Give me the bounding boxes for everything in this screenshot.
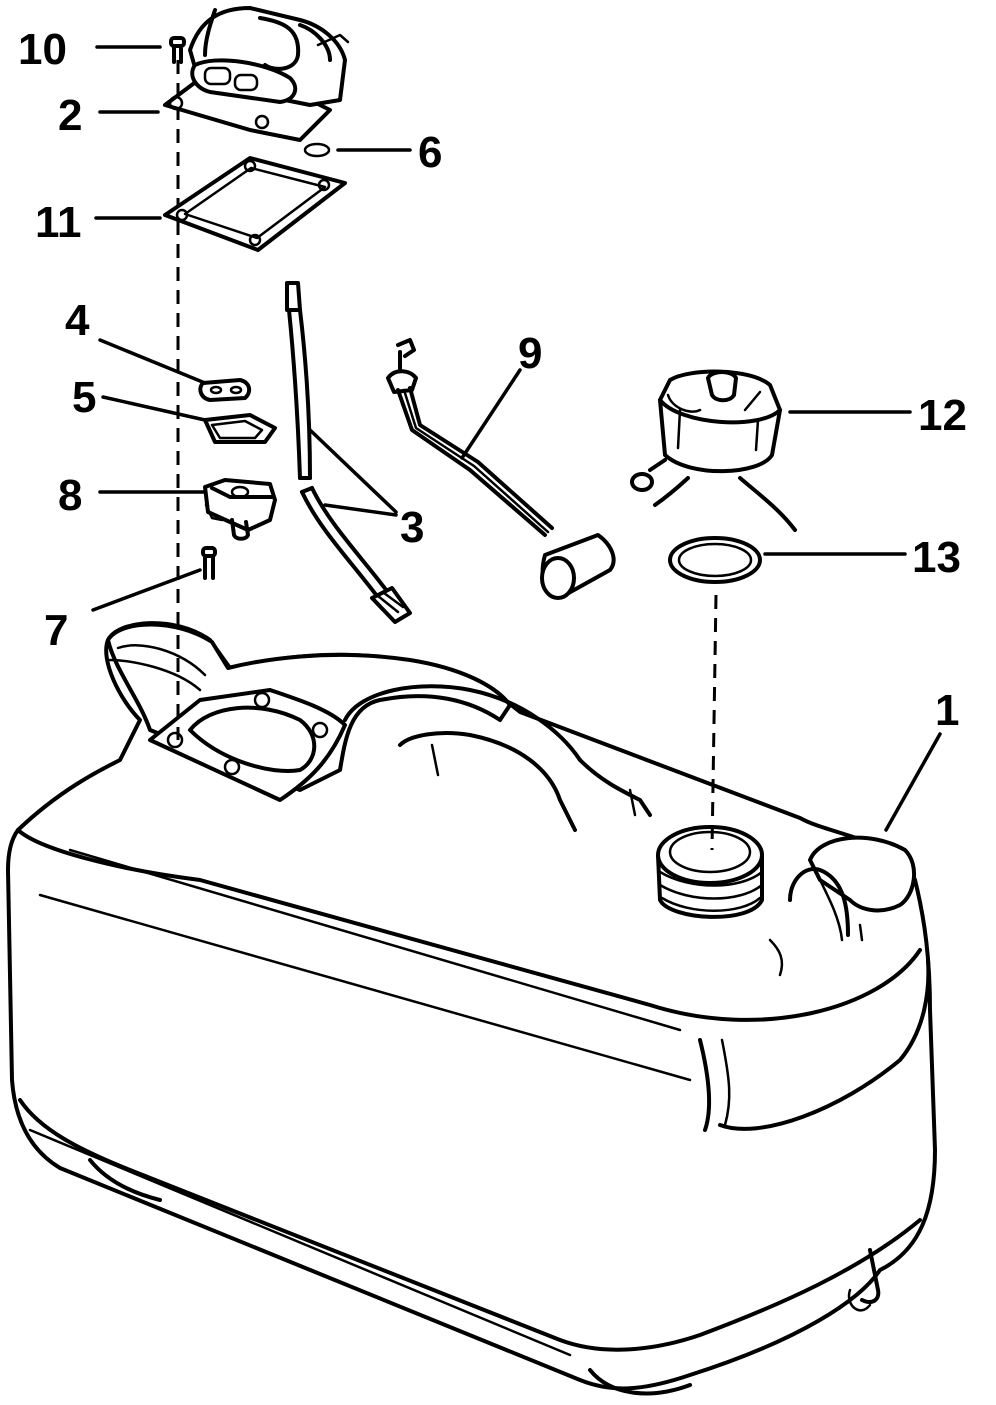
leader-lines xyxy=(91,45,942,832)
fuel-gauge-part-9 xyxy=(386,338,616,600)
callout-6: 6 xyxy=(418,128,442,177)
valve-body-part-8 xyxy=(203,478,277,541)
filler-neck xyxy=(656,825,764,919)
screw-part-7 xyxy=(201,546,217,580)
fuel-tank xyxy=(6,621,937,1396)
callout-1: 1 xyxy=(935,686,959,735)
callout-8: 8 xyxy=(58,471,82,520)
callout-3: 3 xyxy=(400,503,424,552)
check-valve-part-4 xyxy=(198,378,252,402)
o-ring-part-13 xyxy=(668,536,762,584)
callout-9: 9 xyxy=(518,329,542,378)
o-ring-part-6 xyxy=(303,142,331,158)
callout-2: 2 xyxy=(58,91,82,140)
gasket-part-11 xyxy=(163,156,347,252)
screw-part-10 xyxy=(169,36,186,64)
pickup-tube-part-3 xyxy=(285,281,412,624)
callout-12: 12 xyxy=(918,391,967,440)
pump-cover-part-2 xyxy=(163,6,350,142)
callout-11: 11 xyxy=(35,198,82,247)
callout-5: 5 xyxy=(72,373,96,422)
assembly-line-filler xyxy=(710,594,718,851)
callout-10: 10 xyxy=(18,25,67,74)
callout-7: 7 xyxy=(44,606,68,655)
filler-cap-part-12 xyxy=(630,369,797,532)
callout-13: 13 xyxy=(912,533,961,582)
valve-gasket-part-5 xyxy=(203,413,277,444)
callout-4: 4 xyxy=(65,296,90,345)
